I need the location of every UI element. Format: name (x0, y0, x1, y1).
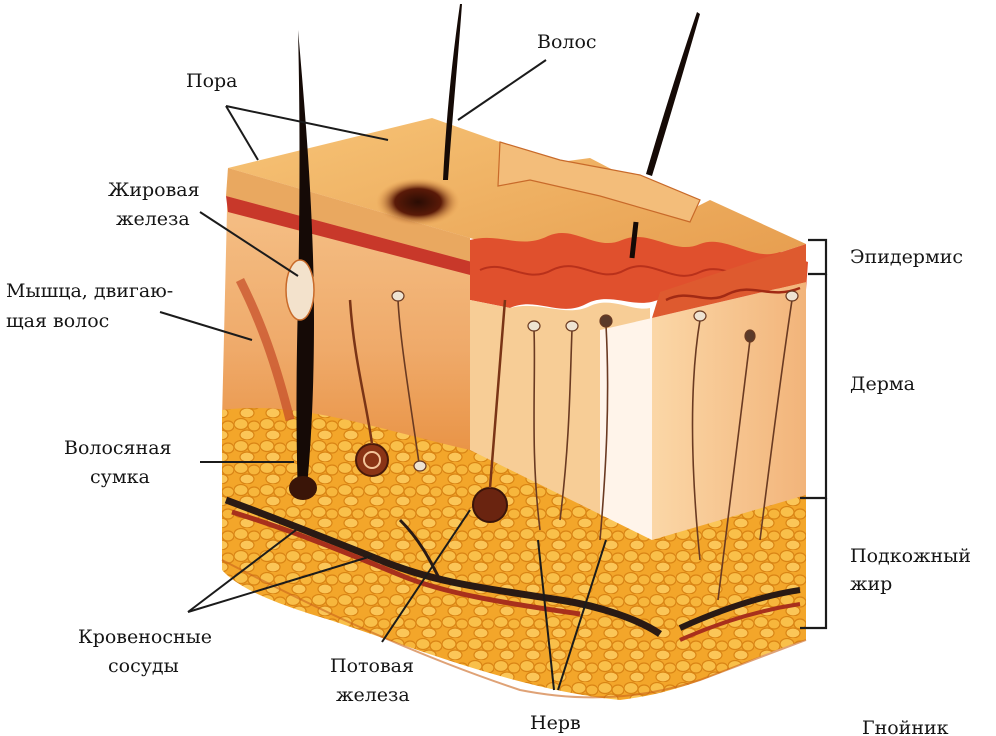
label-epidermis: Эпидермис (850, 246, 963, 268)
label-dermis: Дерма (850, 373, 915, 395)
sebaceous-gland (286, 260, 314, 320)
label-sebaceous-1: Жировая (108, 179, 200, 201)
label-fat-2: жир (850, 573, 892, 595)
hair-right (646, 12, 700, 176)
label-pore: Пора (186, 70, 238, 92)
label-fat-1: Подкожный (850, 545, 971, 567)
label-vessels-1: Кровеносные (78, 626, 212, 648)
label-follicle-2: сумка (90, 466, 150, 488)
label-hair: Волос (537, 31, 597, 53)
label-sweat-1: Потовая (330, 655, 414, 677)
label-nerve: Нерв (530, 712, 581, 734)
label-sweat-2: железа (336, 684, 410, 706)
label-abscess: Гнойник (862, 717, 949, 736)
label-muscle-2: щая волос (6, 310, 109, 332)
label-vessels-2: сосуды (108, 655, 179, 677)
label-follicle-1: Волосяная (64, 437, 172, 459)
pore-opening (376, 178, 460, 226)
label-muscle-1: Мышца, двигаю- (6, 280, 173, 302)
label-sebaceous-2: железа (116, 208, 190, 230)
